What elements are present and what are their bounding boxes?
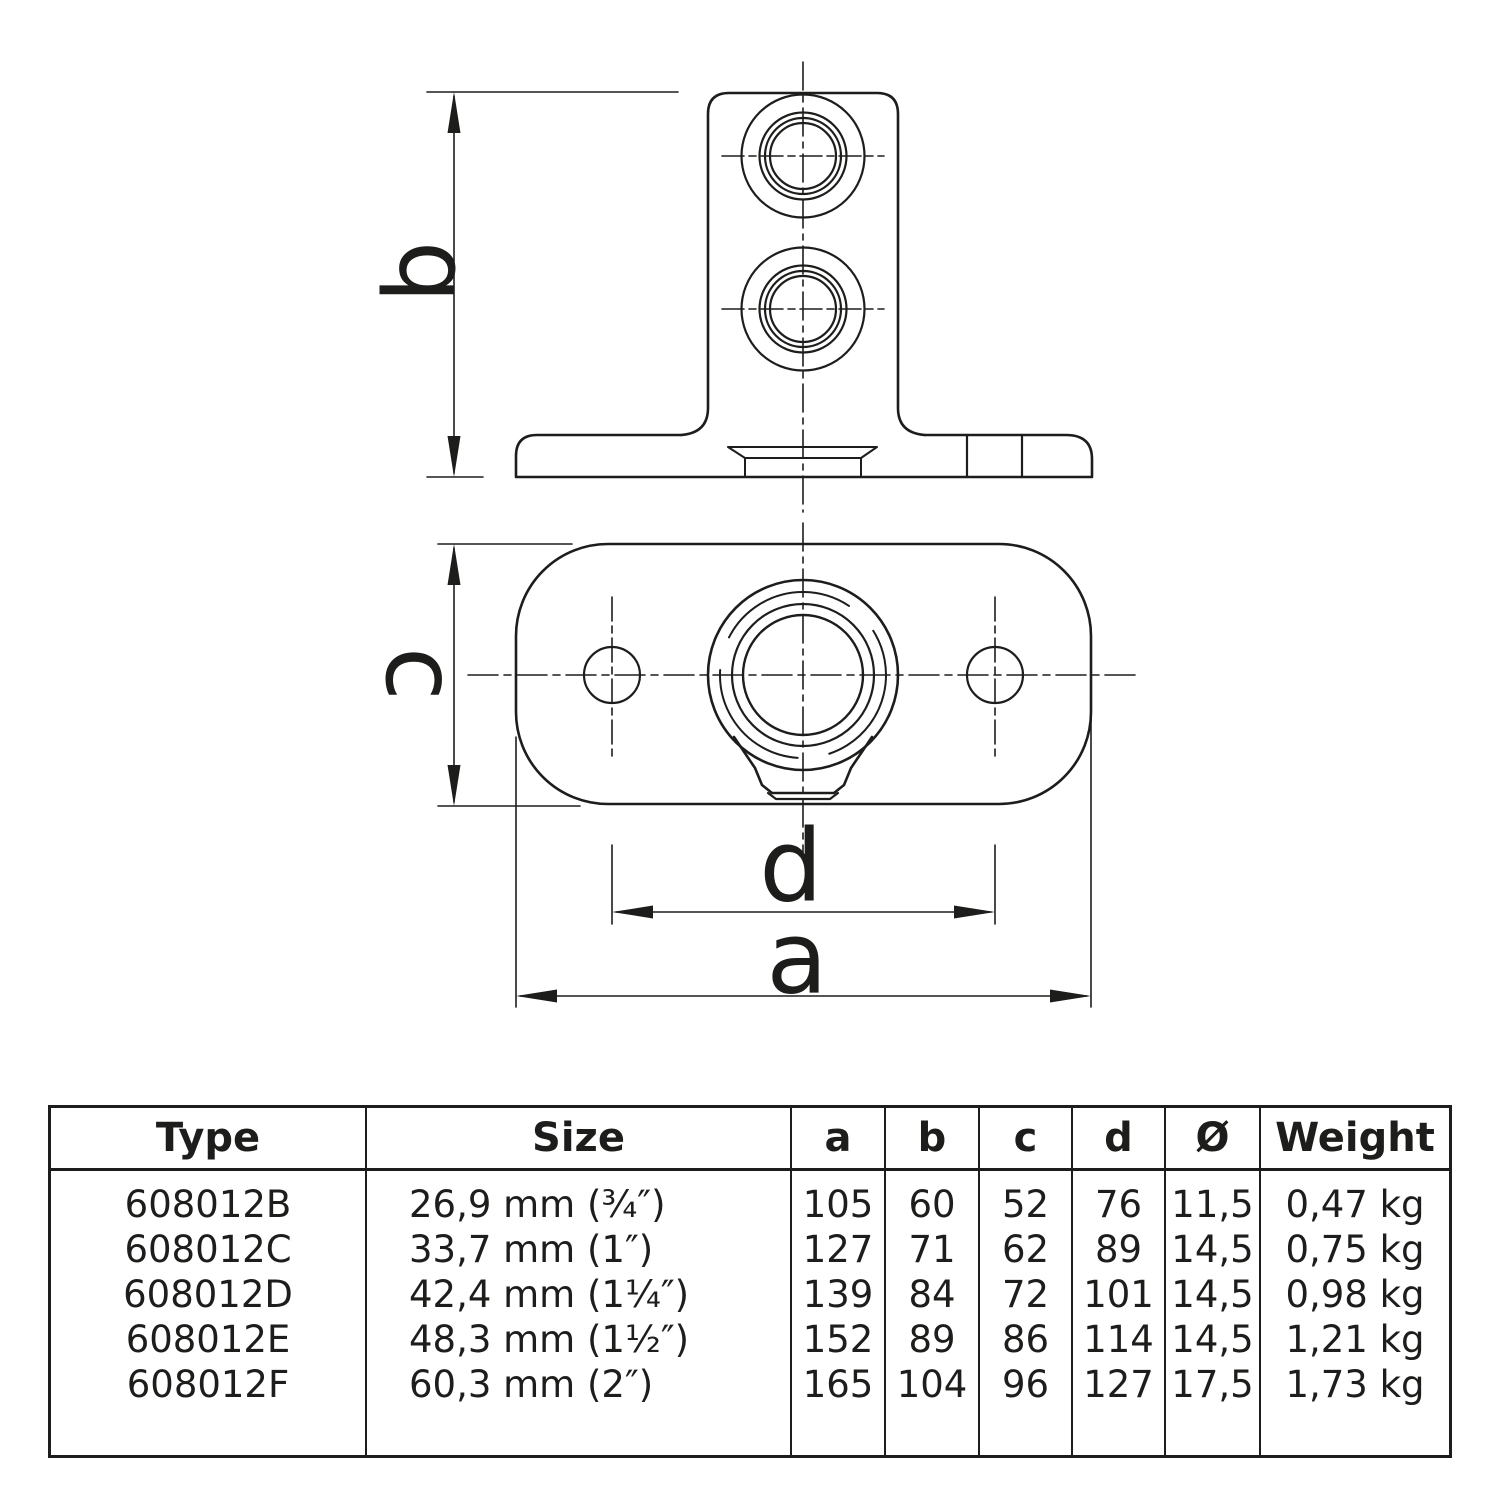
type-row-1: 608012C bbox=[124, 1228, 292, 1271]
column-size: Size 26,9 mm (¾″) 33,7 mm (1″) 42,4 mm (… bbox=[367, 1108, 792, 1455]
header-size: Size bbox=[367, 1108, 790, 1171]
post-outline bbox=[679, 91, 927, 437]
weight-row-0: 0,47 kg bbox=[1285, 1183, 1425, 1226]
d-row-3: 114 bbox=[1083, 1318, 1154, 1361]
type-row-0: 608012B bbox=[124, 1183, 292, 1226]
c-row-3: 86 bbox=[1001, 1318, 1050, 1361]
a-row-2: 139 bbox=[802, 1273, 874, 1316]
dia-row-2: 14,5 bbox=[1171, 1273, 1254, 1316]
weight-row-2: 0,98 kg bbox=[1285, 1273, 1425, 1316]
dimension-d bbox=[611, 844, 996, 925]
column-weight: Weight 0,47 kg 0,75 kg 0,98 kg 1,21 kg 1… bbox=[1261, 1108, 1449, 1455]
column-d: d 76 89 101 114 127 bbox=[1073, 1108, 1166, 1455]
size-row-3: 48,3 mm (1½″) bbox=[409, 1318, 690, 1361]
size-row-2: 42,4 mm (1¼″) bbox=[409, 1273, 690, 1316]
c-row-2: 72 bbox=[1001, 1273, 1050, 1316]
header-weight: Weight bbox=[1261, 1108, 1449, 1171]
dim-label-c: c bbox=[363, 647, 477, 701]
dim-label-a: a bbox=[766, 900, 827, 1017]
header-d: d bbox=[1073, 1108, 1164, 1171]
flange-edge-lines bbox=[965, 433, 1024, 479]
dia-row-4: 17,5 bbox=[1171, 1363, 1254, 1406]
a-arrow-right bbox=[1050, 989, 1091, 1003]
dim-label-d: d bbox=[759, 808, 822, 925]
weight-row-1: 0,75 kg bbox=[1285, 1228, 1425, 1271]
a-arrow-left bbox=[516, 989, 557, 1003]
d-row-2: 101 bbox=[1083, 1273, 1154, 1316]
c-arrow-down bbox=[447, 765, 461, 806]
column-b: b 60 71 84 89 104 bbox=[886, 1108, 980, 1455]
b-row-0: 60 bbox=[908, 1183, 956, 1226]
c-arrow-up bbox=[447, 544, 461, 585]
d-row-0: 76 bbox=[1094, 1183, 1143, 1226]
b-row-4: 104 bbox=[896, 1363, 968, 1406]
plan-view bbox=[467, 522, 1137, 856]
dia-row-3: 14,5 bbox=[1171, 1318, 1254, 1361]
a-row-4: 165 bbox=[802, 1363, 874, 1406]
a-row-1: 127 bbox=[802, 1228, 874, 1271]
header-b: b bbox=[886, 1108, 978, 1171]
column-c: c 52 62 72 86 96 bbox=[980, 1108, 1073, 1455]
d-row-1: 89 bbox=[1094, 1228, 1143, 1271]
a-row-3: 152 bbox=[802, 1318, 874, 1361]
column-diameter: Ø 11,5 14,5 14,5 14,5 17,5 bbox=[1166, 1108, 1261, 1455]
weight-row-3: 1,21 kg bbox=[1285, 1318, 1425, 1361]
front-view bbox=[514, 61, 1094, 513]
weight-row-4: 1,73 kg bbox=[1285, 1363, 1425, 1406]
dimension-c bbox=[437, 543, 581, 807]
a-row-0: 105 bbox=[802, 1183, 874, 1226]
size-row-1: 33,7 mm (1″) bbox=[409, 1228, 654, 1271]
column-type: Type 608012B 608012C 608012D 608012E 608… bbox=[51, 1108, 367, 1455]
dimension-a bbox=[515, 702, 1092, 1008]
size-row-0: 26,9 mm (¾″) bbox=[409, 1183, 666, 1226]
header-diameter: Ø bbox=[1166, 1108, 1259, 1171]
type-row-4: 608012F bbox=[126, 1363, 290, 1406]
size-row-4: 60,3 mm (2″) bbox=[409, 1363, 654, 1406]
spec-table: Type 608012B 608012C 608012D 608012E 608… bbox=[48, 1105, 1452, 1458]
dimension-b bbox=[426, 91, 679, 478]
c-row-0: 52 bbox=[1001, 1183, 1050, 1226]
type-row-3: 608012E bbox=[125, 1318, 291, 1361]
header-type: Type bbox=[51, 1108, 365, 1171]
b-row-2: 84 bbox=[908, 1273, 956, 1316]
b-row-1: 71 bbox=[908, 1228, 956, 1271]
c-row-4: 96 bbox=[1001, 1363, 1050, 1406]
d-arrow-left bbox=[612, 905, 653, 919]
b-arrow-up bbox=[447, 92, 461, 133]
dia-row-0: 11,5 bbox=[1171, 1183, 1254, 1226]
dia-row-1: 14,5 bbox=[1171, 1228, 1254, 1271]
header-c: c bbox=[980, 1108, 1071, 1171]
socket-hidden-circle bbox=[719, 591, 887, 759]
dim-label-b: b bbox=[364, 241, 478, 303]
header-a: a bbox=[792, 1108, 884, 1171]
type-row-2: 608012D bbox=[123, 1273, 293, 1316]
column-a: a 105 127 139 152 165 bbox=[792, 1108, 886, 1455]
technical-drawing: b c d a bbox=[363, 61, 1137, 1017]
flange-outline bbox=[514, 433, 1094, 479]
d-arrow-right bbox=[954, 905, 995, 919]
b-arrow-down bbox=[447, 436, 461, 477]
b-row-3: 89 bbox=[908, 1318, 956, 1361]
c-row-1: 62 bbox=[1001, 1228, 1050, 1271]
d-row-4: 127 bbox=[1083, 1363, 1154, 1406]
